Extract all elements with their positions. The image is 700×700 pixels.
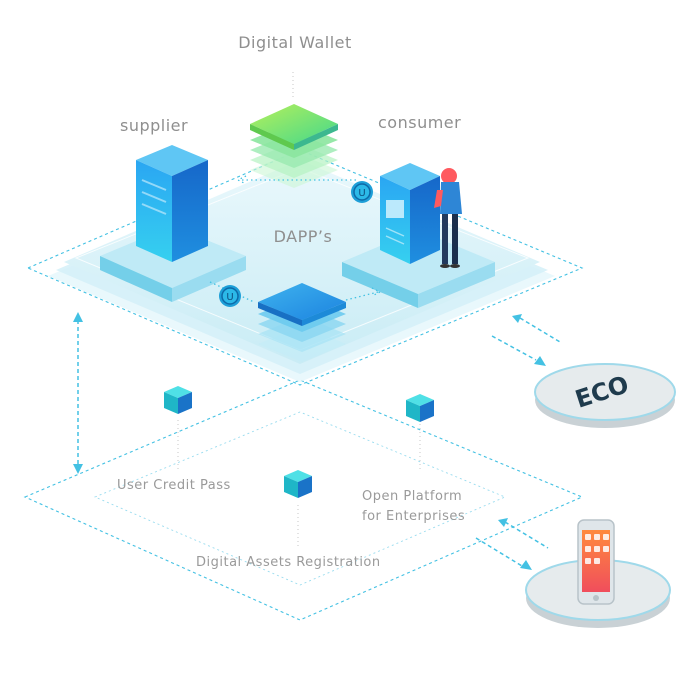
digital-wallet-stack (250, 104, 338, 188)
eco-disc: ECO (534, 363, 676, 428)
vertical-connector-arrow (73, 312, 83, 474)
dapps-label: DAPP’s (273, 227, 333, 246)
consumer-label: consumer (378, 113, 462, 132)
consumer-node (342, 163, 495, 308)
guide-lines (177, 72, 421, 548)
coin-icon-top: U (351, 181, 373, 203)
digital-assets-registration-label: Digital Assets Registration (196, 555, 381, 570)
open-platform-label-line2: for Enterprises (362, 509, 466, 524)
open-platform-label-line1: Open Platform (362, 489, 463, 504)
digital-wallet-label: Digital Wallet (238, 33, 352, 52)
dapp-stack (258, 283, 346, 362)
smartphone-icon (577, 519, 615, 605)
supplier-node (100, 145, 246, 302)
lower-platform (23, 379, 584, 621)
person-figure (434, 168, 462, 268)
svg-text:U: U (358, 188, 365, 199)
coin-icon-bottom: U (219, 285, 241, 307)
user-credit-pass-label: User Credit Pass (117, 478, 231, 493)
phone-connector-arrows (475, 518, 549, 570)
flow-arrows (209, 175, 382, 303)
svg-text:U: U (226, 292, 233, 303)
supplier-label: supplier (120, 116, 189, 135)
eco-connector-arrows (491, 314, 561, 366)
cube-icon-right (406, 394, 434, 422)
cube-icon-center (284, 470, 312, 498)
cube-icon-left (164, 386, 192, 414)
